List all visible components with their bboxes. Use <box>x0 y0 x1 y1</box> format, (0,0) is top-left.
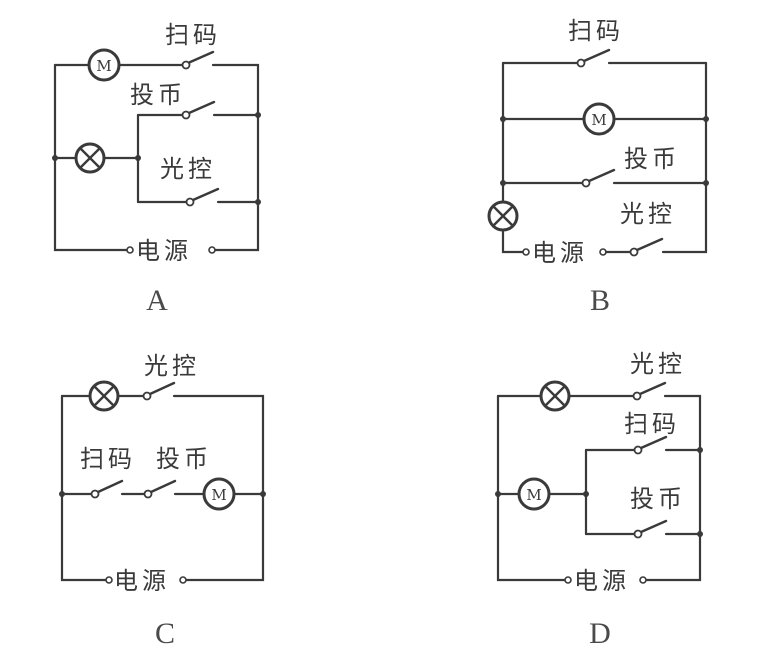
motor: M <box>202 477 236 511</box>
power-terminal <box>179 576 187 584</box>
junction <box>703 180 709 186</box>
power-terminal <box>105 576 113 584</box>
label-light: 光控 <box>144 352 200 380</box>
motor-label: M <box>526 486 541 504</box>
lamp <box>487 200 519 232</box>
motor-label: M <box>211 486 226 504</box>
label-coin: 投币 <box>630 485 686 513</box>
wire <box>60 394 109 582</box>
wire <box>496 394 568 582</box>
circuit-a: M 扫码 投币 光控 <box>52 21 261 317</box>
switch-scan <box>576 48 611 68</box>
circuit-c: 光控 M 扫码 投币 电源 C <box>59 352 266 650</box>
wire <box>210 63 260 252</box>
junction <box>59 491 65 497</box>
power-terminal <box>564 576 572 584</box>
junction <box>697 447 703 453</box>
switch-light <box>185 187 220 207</box>
label-light: 光控 <box>620 200 676 228</box>
motor: M <box>87 48 121 82</box>
switch-light <box>142 381 176 401</box>
label-coin: 投币 <box>624 145 680 173</box>
switch-coin <box>143 479 177 499</box>
power-terminal <box>126 246 134 254</box>
option-letter-a: A <box>146 284 168 317</box>
motor: M <box>517 477 551 511</box>
label-scan: 扫码 <box>624 410 680 438</box>
label-scan: 扫码 <box>568 17 624 45</box>
wire <box>641 394 702 582</box>
switch-coin <box>581 168 616 188</box>
wire <box>501 228 525 254</box>
lamp <box>88 380 120 412</box>
label-coin: 投币 <box>130 81 186 109</box>
label-power: 电源 <box>136 237 192 265</box>
label-light: 光控 <box>160 155 216 183</box>
junction <box>135 155 141 161</box>
power-terminal <box>639 576 647 584</box>
junction <box>703 116 709 122</box>
junction <box>260 491 266 497</box>
label-light: 光控 <box>630 350 686 378</box>
circuit-b: 扫码 M 投币 电源 光控 <box>487 17 709 317</box>
junction <box>255 112 261 118</box>
switch-coin <box>181 100 216 120</box>
switch-light <box>632 381 667 401</box>
wire <box>661 61 708 254</box>
motor-label: M <box>591 111 606 129</box>
power-terminal <box>208 246 216 254</box>
motor-label: M <box>96 57 111 75</box>
motor: M <box>582 102 616 136</box>
label-power: 电源 <box>574 567 630 595</box>
label-scan: 扫码 <box>165 21 221 49</box>
power-terminal <box>522 248 530 256</box>
junction <box>52 155 58 161</box>
wire <box>53 63 132 252</box>
junction <box>255 199 261 205</box>
lamp <box>539 380 571 412</box>
option-letter-d: D <box>589 617 611 650</box>
junction <box>500 180 506 186</box>
junction <box>583 491 589 497</box>
wire <box>172 394 265 582</box>
label-power: 电源 <box>114 567 170 595</box>
junction <box>500 116 506 122</box>
option-letter-b: B <box>590 284 610 317</box>
label-coin: 投币 <box>156 445 212 473</box>
lamp <box>74 142 106 174</box>
switch-light <box>629 237 664 257</box>
label-scan: 扫码 <box>80 445 136 473</box>
circuit-d: 光控 M 扫码 投币 电源 D <box>495 350 703 650</box>
label-power: 电源 <box>532 239 588 267</box>
junction <box>495 491 501 497</box>
junction <box>697 531 703 537</box>
switch-scan <box>633 435 668 455</box>
switch-scan <box>181 50 215 70</box>
option-letter-c: C <box>155 617 175 650</box>
switch-scan <box>90 479 124 499</box>
switch-coin <box>633 519 668 539</box>
